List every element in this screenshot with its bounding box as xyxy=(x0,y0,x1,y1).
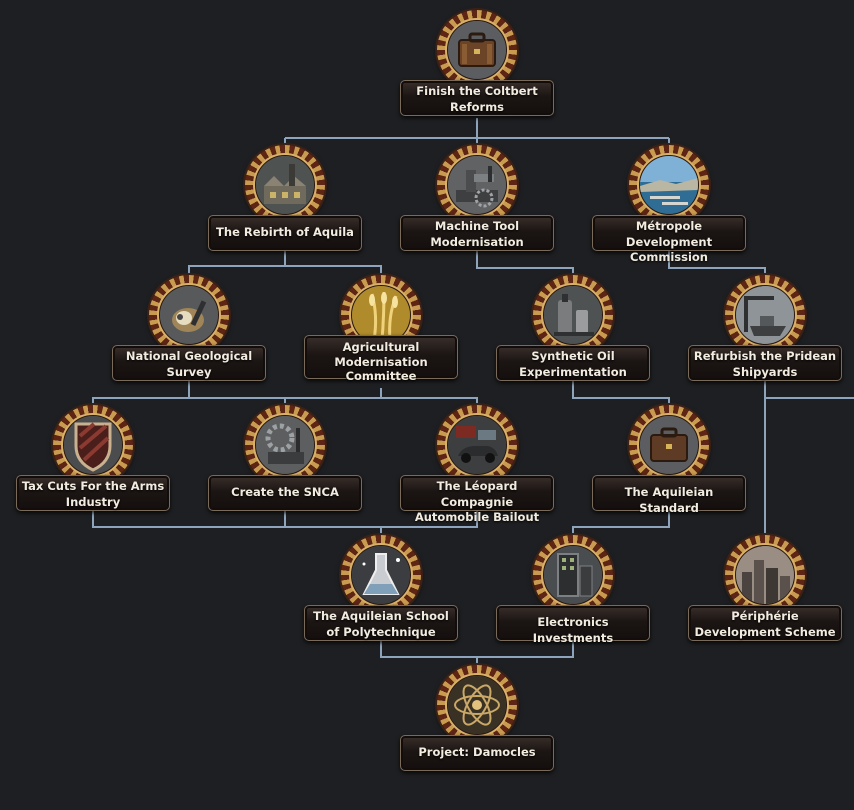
focus-finish-coltbert-reforms[interactable]: Finish the Coltbert Reforms xyxy=(397,10,557,150)
focus-medal xyxy=(245,145,325,225)
atom-icon xyxy=(448,676,506,734)
focus-label: Electronics Investments xyxy=(496,605,650,641)
focus-medal xyxy=(245,405,325,485)
focus-medal xyxy=(725,275,805,355)
shipyard-icon xyxy=(736,286,794,344)
focus-project-damocles[interactable]: Project: Damocles xyxy=(397,665,557,805)
focus-tax-cuts-arms-industry[interactable]: Tax Cuts For the Arms Industry xyxy=(13,405,173,545)
focus-label: Project: Damocles xyxy=(400,735,554,771)
focus-medal xyxy=(149,275,229,355)
focus-metropole-development-commission[interactable]: Métropole Development Commission xyxy=(589,145,749,285)
focus-machine-tool-modernisation[interactable]: Machine Tool Modernisation xyxy=(397,145,557,285)
focus-medal xyxy=(437,405,517,485)
focus-label: Tax Cuts For the Arms Industry xyxy=(16,475,170,511)
city-icon xyxy=(736,546,794,604)
focus-medal xyxy=(629,145,709,225)
flask-icon xyxy=(352,546,410,604)
drill-icon xyxy=(160,286,218,344)
focus-refurbish-pridean-shipyards[interactable]: Refurbish the Pridean Shipyards xyxy=(685,275,845,415)
focus-label: Périphérie Development Scheme xyxy=(688,605,842,641)
focus-label: Machine Tool Modernisation xyxy=(400,215,554,251)
focus-medal xyxy=(533,535,613,615)
focus-synthetic-oil-experimentation[interactable]: Synthetic Oil Experimentation xyxy=(493,275,653,415)
focus-medal xyxy=(437,145,517,225)
focus-rebirth-of-aquila[interactable]: The Rebirth of Aquila xyxy=(205,145,365,285)
focus-peripherie-development-scheme[interactable]: Périphérie Development Scheme xyxy=(685,535,845,675)
shield-icon xyxy=(64,416,122,474)
focus-label: The Rebirth of Aquila xyxy=(208,215,362,251)
focus-aquileian-standard[interactable]: The Aquileian Standard xyxy=(589,405,749,545)
focus-medal xyxy=(533,275,613,355)
focus-medal xyxy=(725,535,805,615)
focus-medal xyxy=(629,405,709,485)
focus-label: Create the SNCA xyxy=(208,475,362,511)
focus-label: Métropole Development Commission xyxy=(592,215,746,251)
focus-medal xyxy=(341,535,421,615)
focus-label: National Geological Survey xyxy=(112,345,266,381)
factory-icon xyxy=(256,156,314,214)
focus-national-geological-survey[interactable]: National Geological Survey xyxy=(109,275,269,415)
focus-agricultural-modernisation-committee[interactable]: Agricultural Modernisation Committee xyxy=(301,275,461,415)
focus-label: Synthetic Oil Experimentation xyxy=(496,345,650,381)
focus-label: Agricultural Modernisation Committee xyxy=(304,335,458,379)
focus-electronics-investments[interactable]: Electronics Investments xyxy=(493,535,653,675)
gear-factory-icon xyxy=(256,416,314,474)
focus-label: The Aquileian School of Polytechnique xyxy=(304,605,458,641)
focus-label: Finish the Coltbert Reforms xyxy=(400,80,554,116)
focus-label: The Léopard Compagnie Automobile Bailout xyxy=(400,475,554,511)
electronics-icon xyxy=(544,546,602,604)
automobile-icon xyxy=(448,416,506,474)
focus-aquileian-school-polytechnique[interactable]: The Aquileian School of Polytechnique xyxy=(301,535,461,675)
briefcase-icon xyxy=(640,416,698,474)
machine-tool-icon xyxy=(448,156,506,214)
focus-label: Refurbish the Pridean Shipyards xyxy=(688,345,842,381)
focus-medal xyxy=(437,10,517,90)
harbor-icon xyxy=(640,156,698,214)
focus-medal xyxy=(437,665,517,745)
focus-create-the-snca[interactable]: Create the SNCA xyxy=(205,405,365,545)
focus-label: The Aquileian Standard xyxy=(592,475,746,511)
focus-leopard-compagnie-automobile-bailout[interactable]: The Léopard Compagnie Automobile Bailout xyxy=(397,405,557,545)
oil-refinery-icon xyxy=(544,286,602,344)
briefcase-icon xyxy=(448,21,506,79)
focus-medal xyxy=(53,405,133,485)
